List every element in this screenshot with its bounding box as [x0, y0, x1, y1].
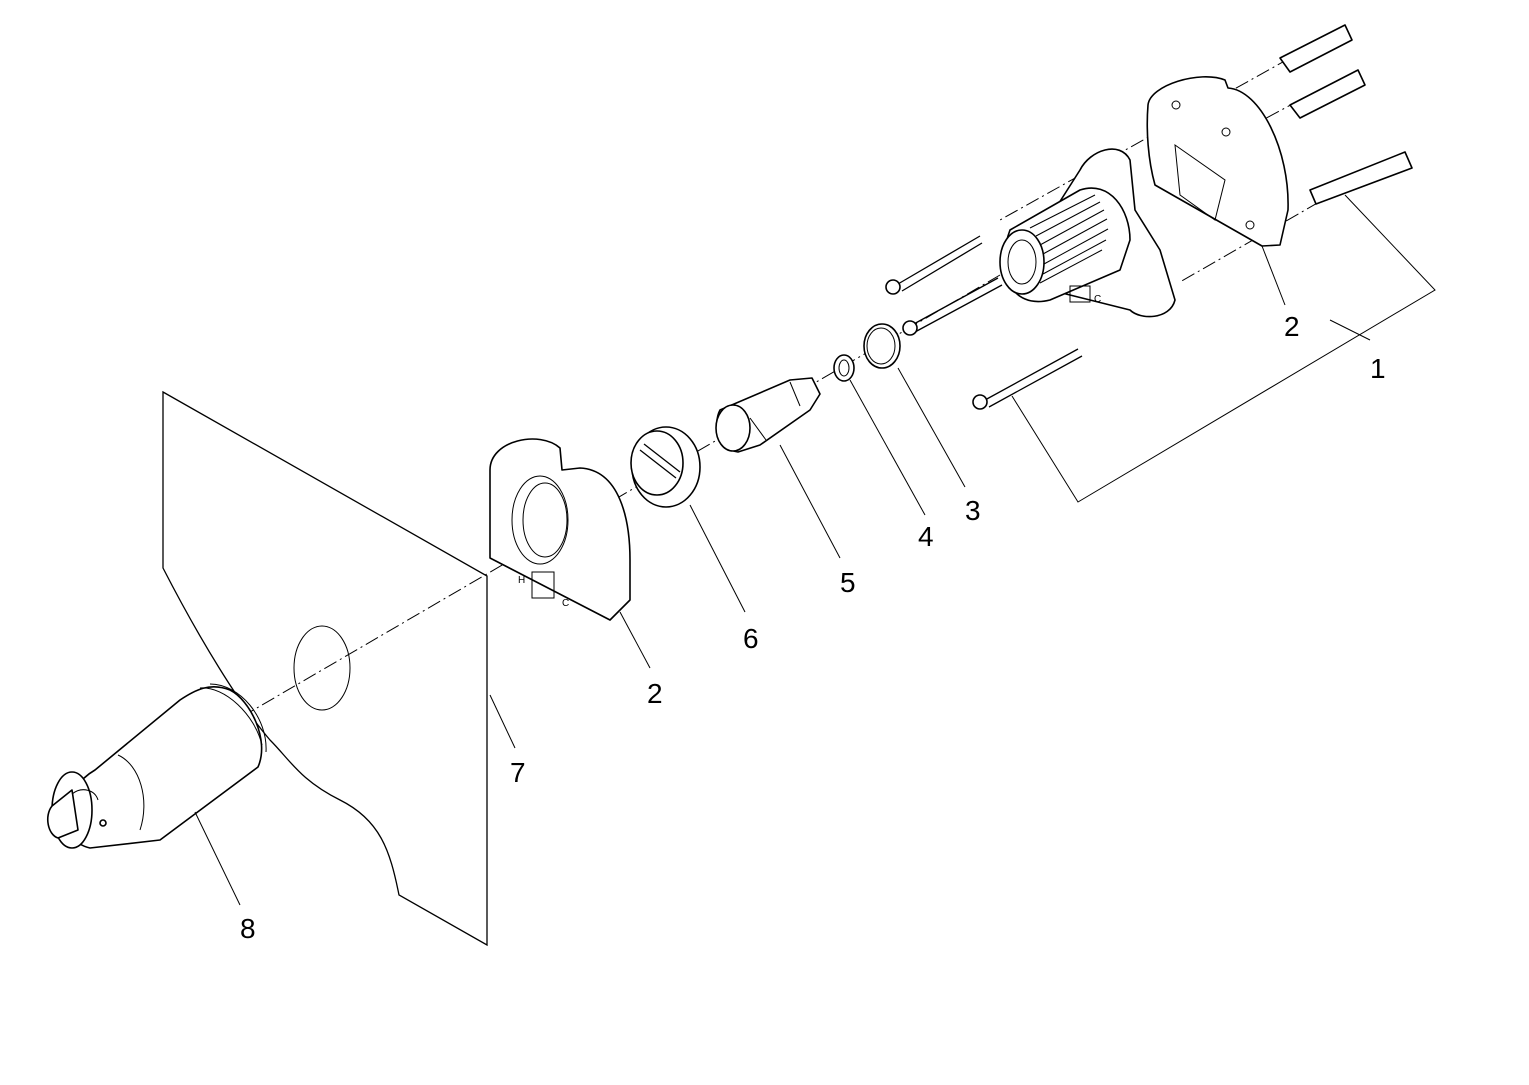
marking-h: H: [518, 575, 525, 586]
plate-hole: [293, 625, 351, 711]
callout-4: 4: [918, 521, 934, 552]
qr-mark-body: [1069, 285, 1091, 303]
rear-bracket: [1146, 76, 1289, 247]
o-ring: [863, 323, 901, 369]
spindle: [715, 377, 821, 453]
leader-lines: [194, 245, 1371, 906]
wall-plugs: [1279, 24, 1413, 205]
callout-5: 5: [840, 567, 856, 598]
callout-7: 7: [510, 757, 526, 788]
wall-plate: [162, 390, 488, 947]
callout-6: 6: [743, 623, 759, 654]
front-bracket: H C: [489, 438, 631, 621]
callout-2-front: 2: [647, 678, 663, 709]
marking-c-body: C: [1094, 294, 1101, 305]
cartridge: [46, 683, 267, 849]
callout-labels: 1 2 2 3 4 5 6 7 8: [240, 311, 1386, 944]
cap: [630, 426, 701, 508]
group-bracket: [1011, 194, 1436, 503]
washer: [833, 354, 855, 382]
callout-3: 3: [965, 495, 981, 526]
screws: [885, 235, 1083, 410]
marking-c: C: [562, 598, 569, 609]
valve-body: C: [999, 148, 1176, 318]
callout-2-rear: 2: [1284, 311, 1300, 342]
callout-1: 1: [1370, 353, 1386, 384]
callout-8: 8: [240, 913, 256, 944]
qr-mark-front: [531, 571, 555, 599]
